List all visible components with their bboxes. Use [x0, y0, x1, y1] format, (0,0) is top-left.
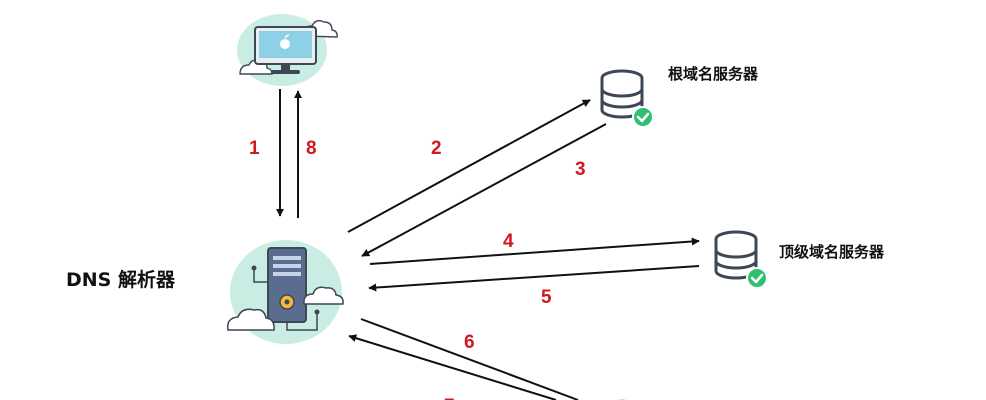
cloud-icon — [303, 286, 344, 305]
cloud-icon — [226, 308, 275, 331]
arrow-step-3 — [361, 123, 607, 257]
root-server-label: 根域名服务器 — [668, 65, 759, 83]
step-number: 5 — [541, 287, 552, 308]
arrow-step-7 — [348, 334, 557, 400]
arrow-step-6 — [360, 318, 579, 400]
step-number: 4 — [503, 231, 514, 252]
tld-server-label: 顶级域名服务器 — [779, 243, 885, 261]
step-number: 1 — [249, 138, 260, 159]
step-number: 8 — [306, 138, 317, 159]
step-number: 2 — [431, 138, 442, 159]
arrow-step-4 — [369, 237, 700, 265]
computer-monitor-icon — [237, 14, 338, 86]
check-badge-icon — [632, 106, 654, 128]
step-number: 7 — [444, 396, 455, 400]
arrows — [276, 89, 700, 400]
check-badge-icon — [746, 267, 768, 289]
arrow-step-5 — [368, 265, 700, 292]
resolver-label: DNS 解析器 — [66, 268, 176, 291]
step-number: 6 — [464, 332, 475, 353]
step-number: 3 — [575, 159, 586, 180]
server-tower-icon — [226, 240, 344, 344]
database-check-icon — [714, 230, 768, 289]
step-numbers: 1 8 2 3 4 5 6 7 — [249, 138, 586, 400]
database-check-icon — [600, 69, 654, 128]
arrow-step-2 — [347, 99, 591, 233]
